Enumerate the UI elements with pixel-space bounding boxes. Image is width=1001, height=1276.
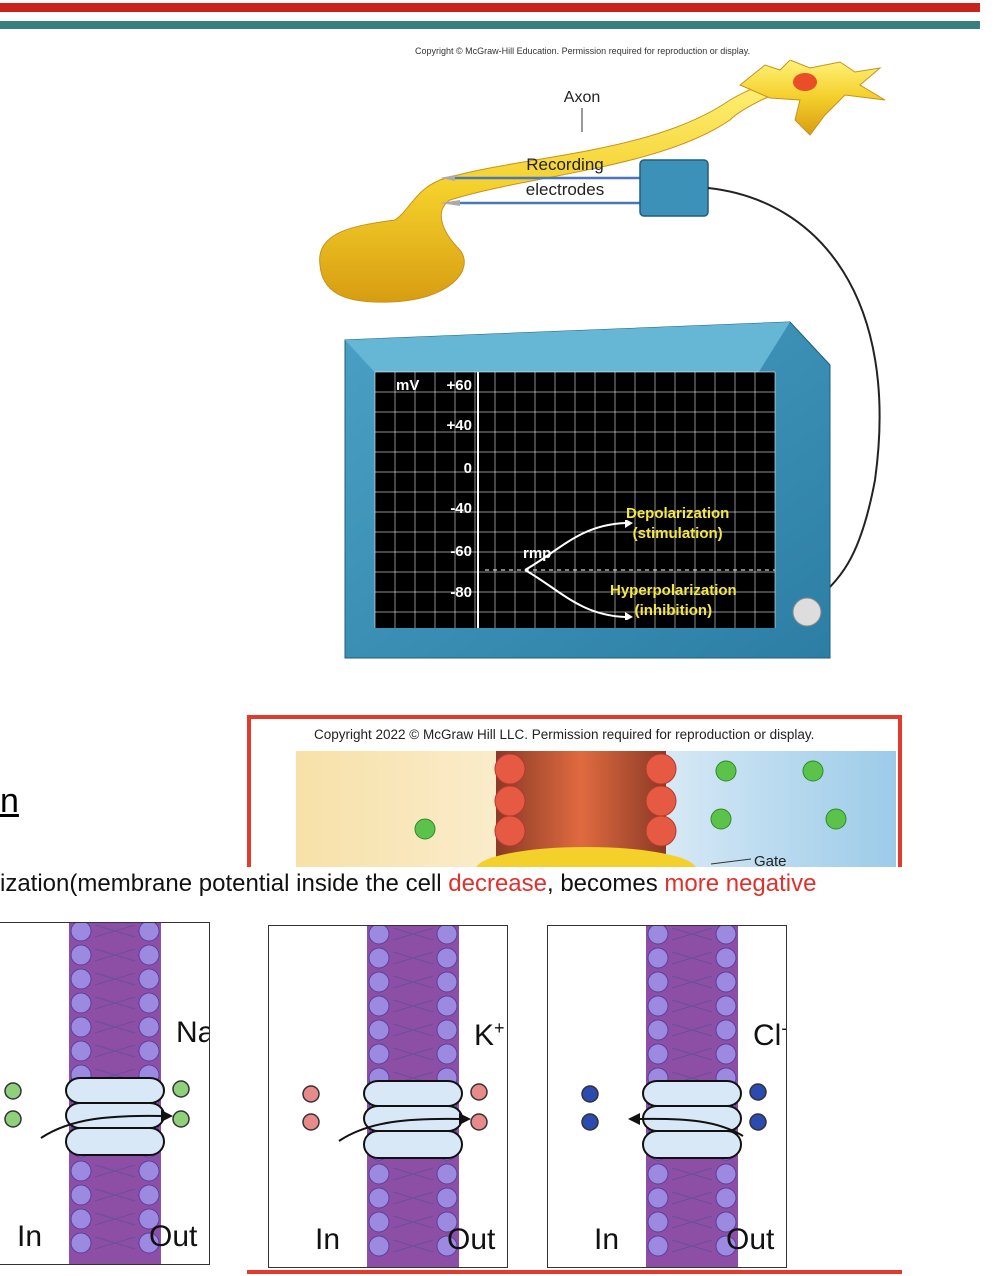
- ion-label: Cl-: [753, 1018, 787, 1052]
- in-label: In: [594, 1223, 620, 1256]
- out-label: Out: [447, 1223, 496, 1256]
- y-tick-label: -60: [450, 543, 472, 560]
- ion-cl: [581, 1085, 599, 1103]
- ion-k: [302, 1113, 320, 1131]
- out-label: Out: [149, 1220, 198, 1253]
- header-red-bar: [0, 3, 980, 12]
- axon-terminal: [319, 77, 785, 303]
- heading-fragment: n: [0, 782, 19, 820]
- copyright-top: Copyright © McGraw-Hill Education. Permi…: [415, 46, 751, 56]
- y-tick-label: 0: [463, 460, 472, 477]
- probe-connector: [792, 597, 822, 627]
- electrode-label-2: electrodes: [526, 180, 604, 199]
- neuron-oscilloscope-figure: Axon Recording electrodes: [319, 60, 886, 659]
- frame-bottom-edge: [247, 1270, 902, 1274]
- ion-cl: [581, 1113, 599, 1131]
- y-tick-label: -80: [450, 584, 472, 601]
- ion-cl: [749, 1083, 767, 1101]
- ion-k: [470, 1083, 488, 1101]
- ion-na: [4, 1110, 22, 1128]
- cell-body: [739, 60, 886, 136]
- channel-figure-frame: Copyright 2022 © McGraw Hill LLC. Permis…: [247, 715, 902, 867]
- ion-label: K+: [474, 1018, 505, 1052]
- nucleus: [793, 73, 817, 91]
- unit-label: mV: [396, 377, 420, 394]
- gate-label: Gate: [754, 853, 787, 867]
- ion-k: [302, 1085, 320, 1103]
- rmp-arrows: [485, 520, 775, 620]
- hyperpolarization-label: Hyperpolarization(inhibition): [610, 582, 737, 619]
- hyperpolarization-description: ization(membrane potential inside the ce…: [0, 870, 817, 897]
- amplifier-box: [639, 159, 709, 217]
- header-teal-bar: [0, 21, 980, 29]
- out-label: Out: [726, 1223, 775, 1256]
- depolarization-label: Depolarization(stimulation): [626, 505, 730, 542]
- y-tick-label: -40: [450, 500, 472, 517]
- ion-na: [4, 1082, 22, 1100]
- y-tick-label: +60: [446, 377, 472, 394]
- copyright-mid: Copyright 2022 © McGraw Hill LLC. Permis…: [314, 727, 815, 742]
- ion-k: [470, 1113, 488, 1131]
- channel-panel-na: Na+ In Out: [0, 922, 210, 1265]
- electrode-label-1: Recording: [526, 155, 604, 174]
- ion-label: Na+: [176, 1016, 209, 1049]
- y-tick-label: +40: [446, 417, 472, 434]
- axon-label: Axon: [564, 89, 600, 106]
- ion-cl: [749, 1113, 767, 1131]
- in-label: In: [17, 1220, 43, 1253]
- ion-na: [172, 1080, 190, 1098]
- channel-panel-k: K+ In Out: [268, 925, 508, 1268]
- channel-panel-cl: Cl- In Out: [547, 925, 787, 1268]
- in-label: In: [315, 1223, 341, 1256]
- ion-na: [172, 1110, 190, 1128]
